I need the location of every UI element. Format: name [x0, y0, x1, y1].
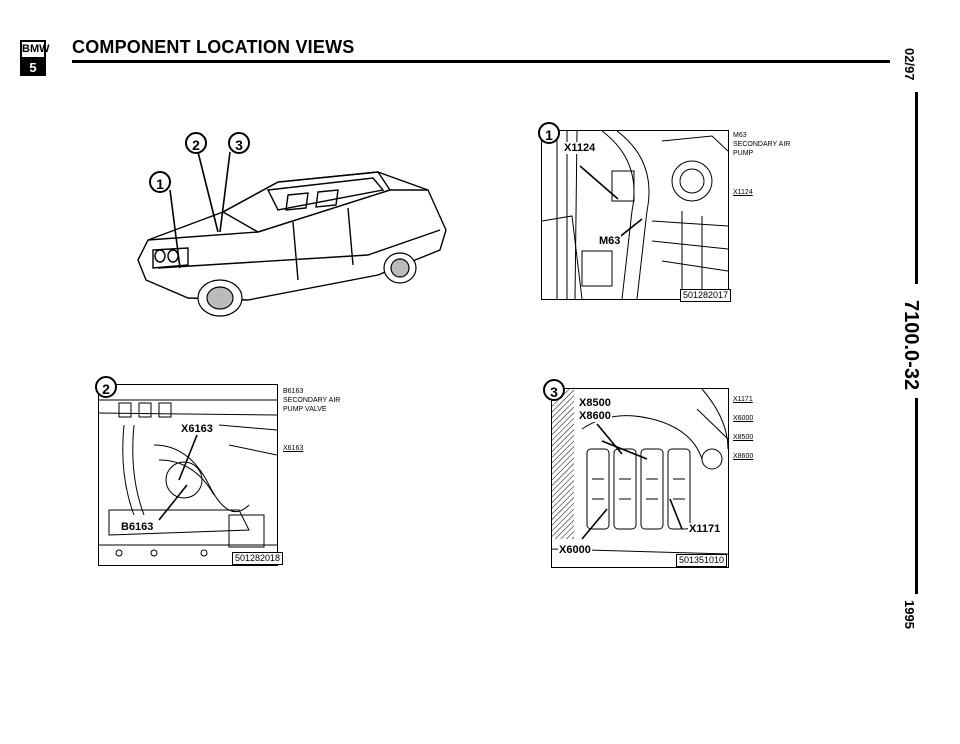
overview-callout-1: 1 — [149, 171, 171, 193]
legend-desc-line: SECONDARY AIR — [733, 141, 791, 148]
panel-2-label-b6163: B6163 — [120, 521, 155, 533]
panel-2-engine-view — [98, 384, 278, 566]
panel-3-label-x6000: X6000 — [558, 544, 592, 556]
legend-desc-line: PUMP — [733, 150, 754, 157]
legend-code-b6163: B6163 — [283, 388, 304, 395]
panel-1-number: 1 — [538, 122, 560, 144]
margin-year: 1995 — [902, 600, 917, 629]
panel-1-label-x1124: X1124 — [563, 142, 597, 154]
overview-callout-3: 3 — [228, 132, 250, 154]
panel-3-label-x1171: X1171 — [688, 523, 722, 535]
panel-1-part-number: 501282017 — [680, 289, 732, 302]
panel-3-part-number: 501351010 — [676, 554, 728, 567]
overview-callout-2: 2 — [185, 132, 207, 154]
legend-code-x8500: X8500 — [733, 434, 754, 441]
panel-3-drawing — [552, 389, 728, 555]
panel-3-number: 3 — [543, 379, 565, 401]
legend-desc-line: SECONDARY AIR — [283, 397, 341, 404]
legend-code-x6000: X6000 — [733, 415, 754, 422]
panel-3-label-x8600: X8600 — [578, 410, 612, 422]
panel-3-legend: X1171 X6000 X8500 X8600 — [733, 390, 753, 466]
legend-code-x6163: X6163 — [283, 445, 304, 452]
panel-2-legend: B6163 SECONDARY AIR PUMP VALVE X6163 — [283, 387, 340, 453]
legend-code-x1171: X1171 — [733, 396, 753, 403]
panel-1-drawing — [542, 131, 728, 299]
panel-1-legend: M63 SECONDARY AIR PUMP X1124 — [733, 131, 790, 197]
car-drawing — [137, 151, 447, 317]
vehicle-overview-illustration — [128, 150, 458, 320]
margin-date: 02/97 — [902, 48, 917, 81]
panel-2-number: 2 — [95, 376, 117, 398]
margin-rule-lower — [915, 398, 918, 594]
panel-1-label-m63: M63 — [598, 235, 622, 247]
header-rule — [72, 60, 890, 63]
legend-code-x1124: X1124 — [733, 189, 753, 196]
panel-3-label-x8500: X8500 — [578, 397, 612, 409]
logo-bottom-text: 5 — [22, 59, 44, 76]
panel-2-label-x6163: X6163 — [180, 423, 214, 435]
panel-2-part-number: 501282018 — [232, 552, 284, 565]
margin-rule-upper — [915, 92, 918, 284]
panel-2-drawing — [99, 399, 277, 557]
legend-desc-line: PUMP VALVE — [283, 406, 327, 413]
legend-code-m63: M63 — [733, 132, 747, 139]
logo-top-text: BMW — [22, 42, 50, 59]
bmw-logo: BMW 5 — [20, 40, 50, 76]
margin-section-number: 7100.0-32 — [900, 300, 922, 391]
legend-code-x8600: X8600 — [733, 453, 754, 460]
panel-1-engine-view — [541, 130, 729, 300]
page-title: COMPONENT LOCATION VIEWS — [72, 37, 355, 57]
